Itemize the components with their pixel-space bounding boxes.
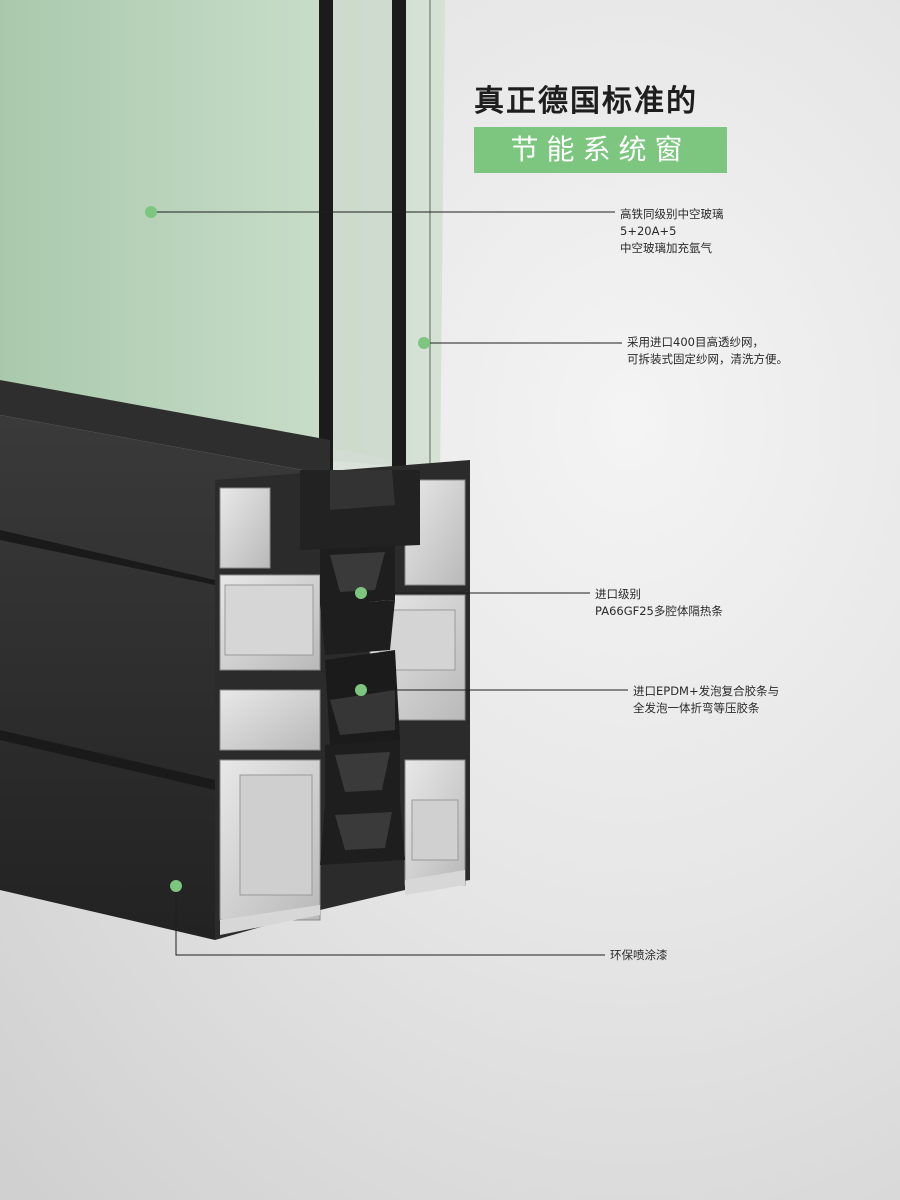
annotation-line: 中空玻璃加充氩气	[620, 241, 712, 255]
annotation-coating: 环保喷涂漆	[610, 947, 668, 964]
annotation-screen: 采用进口400目高透纱网， 可拆装式固定纱网，清洗方便。	[627, 334, 788, 368]
annotation-line: 环保喷涂漆	[610, 948, 668, 962]
annotation-line: 5+20A+5	[620, 224, 677, 238]
glass-pane	[0, 0, 445, 540]
annotation-line: 采用进口400目高透纱网，	[627, 335, 764, 349]
annotation-line: 进口EPDM+发泡复合胶条与	[633, 684, 780, 698]
subtitle-badge: 节能系统窗	[474, 127, 727, 173]
front-frame	[0, 380, 330, 940]
annotation-gasket: 进口EPDM+发泡复合胶条与 全发泡一体折弯等压胶条	[633, 683, 779, 717]
profile-cross-section	[215, 460, 470, 940]
annotation-glass: 高铁同级别中空玻璃 5+20A+5 中空玻璃加充氩气	[620, 206, 724, 257]
annotation-line: 全发泡一体折弯等压胶条	[633, 701, 760, 715]
annotation-line: 进口级别	[595, 587, 641, 601]
annotation-thermal-break: 进口级别 PA66GF25多腔体隔热条	[595, 586, 723, 620]
annotation-leaders	[145, 206, 628, 956]
annotation-line: PA66GF25多腔体隔热条	[595, 604, 723, 618]
headline: 真正德国标准的	[474, 84, 698, 119]
annotation-line: 高铁同级别中空玻璃	[620, 207, 724, 221]
annotation-line: 可拆装式固定纱网，清洗方便。	[627, 352, 788, 366]
